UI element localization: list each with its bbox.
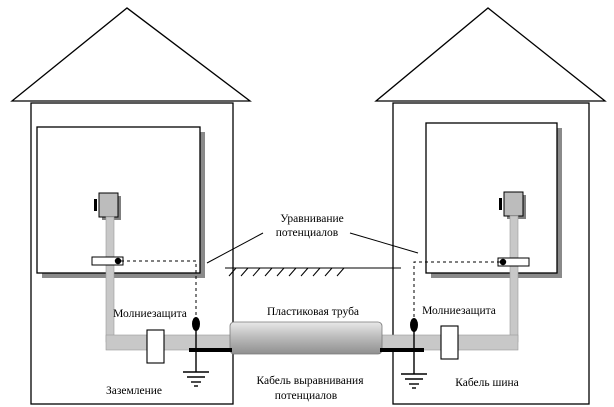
right-lightning-protector-box [440, 325, 459, 360]
label-lightning-left: Молниезащита [113, 308, 187, 320]
left-device [98, 192, 119, 218]
equalization-dashed-lines [121, 260, 500, 318]
left-lightning-protector-box [146, 329, 165, 364]
label-equalization: Уравнивание [280, 213, 344, 225]
right-surge-arrester [410, 318, 418, 374]
right-cabinet [425, 122, 558, 274]
plastic-pipe [229, 321, 383, 355]
label-cable-line2: потенциалов [275, 390, 338, 402]
equalization-leader-lines [206, 232, 419, 264]
right-conduit-vertical [509, 215, 519, 343]
right-device [503, 191, 524, 217]
label-potentials: потенциалов [276, 227, 339, 239]
left-ground-symbol-icon [183, 371, 209, 387]
label-plastic-pipe: Пластиковая труба [267, 306, 359, 318]
label-bus-cable: Кабель шина [455, 377, 519, 389]
ground-level-hatch [225, 267, 401, 277]
left-roof [10, 7, 252, 102]
right-building [374, 7, 607, 405]
left-conduit-vertical [105, 216, 115, 343]
right-ground-symbol-icon [401, 373, 427, 389]
left-building [10, 7, 252, 405]
label-lightning-right: Молниезащита [422, 305, 496, 317]
right-roof [374, 7, 607, 102]
left-conduit-horizontal [105, 334, 239, 351]
label-grounding: Заземление [106, 385, 162, 397]
label-cable-line1: Кабель выравнивания [256, 375, 364, 387]
left-surge-arrester [192, 317, 200, 372]
